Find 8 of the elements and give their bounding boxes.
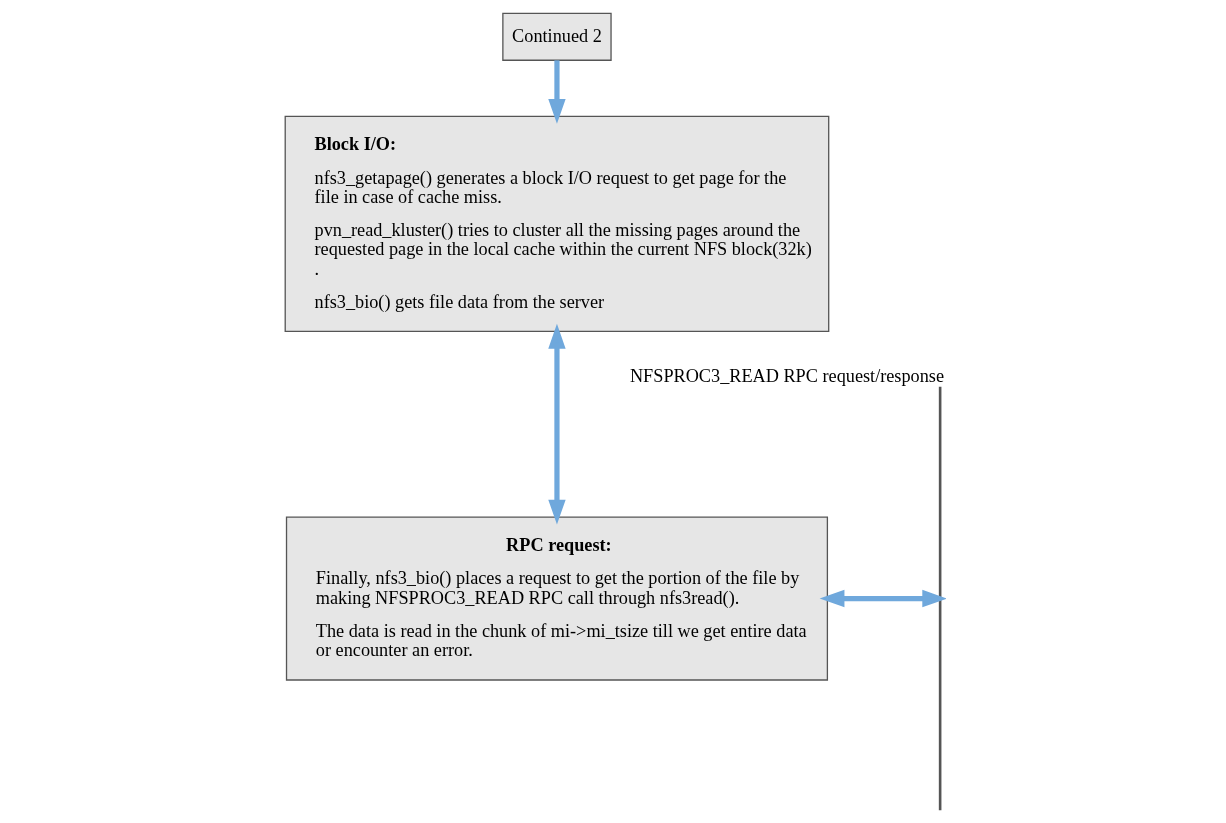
arrow [819,589,946,608]
node-bar [938,386,942,811]
arrow [548,60,566,124]
node-box: Continued 2 [502,12,612,61]
node-label: NFSPROC3_READ RPC request/response [629,366,945,387]
node-box: Block I/O: nfs3_getapage() generates a block I/O request to get page for the file in case of cache miss. pvn_read_kluster() tries to cluster all the missing pages around the requested page in the local cache within the current NFS block(32k) . nfs3_bio() gets file data from the server [284,115,830,332]
node-box: RPC request: Finally, nfs3_bio() places a request to get the portion of the file by making NFSPROC3_READ RPC call through nfs3read(). The data is read in the chunk of mi->mi_tsize till we get entire data or encounter an error. [285,516,829,681]
arrow [548,323,566,525]
